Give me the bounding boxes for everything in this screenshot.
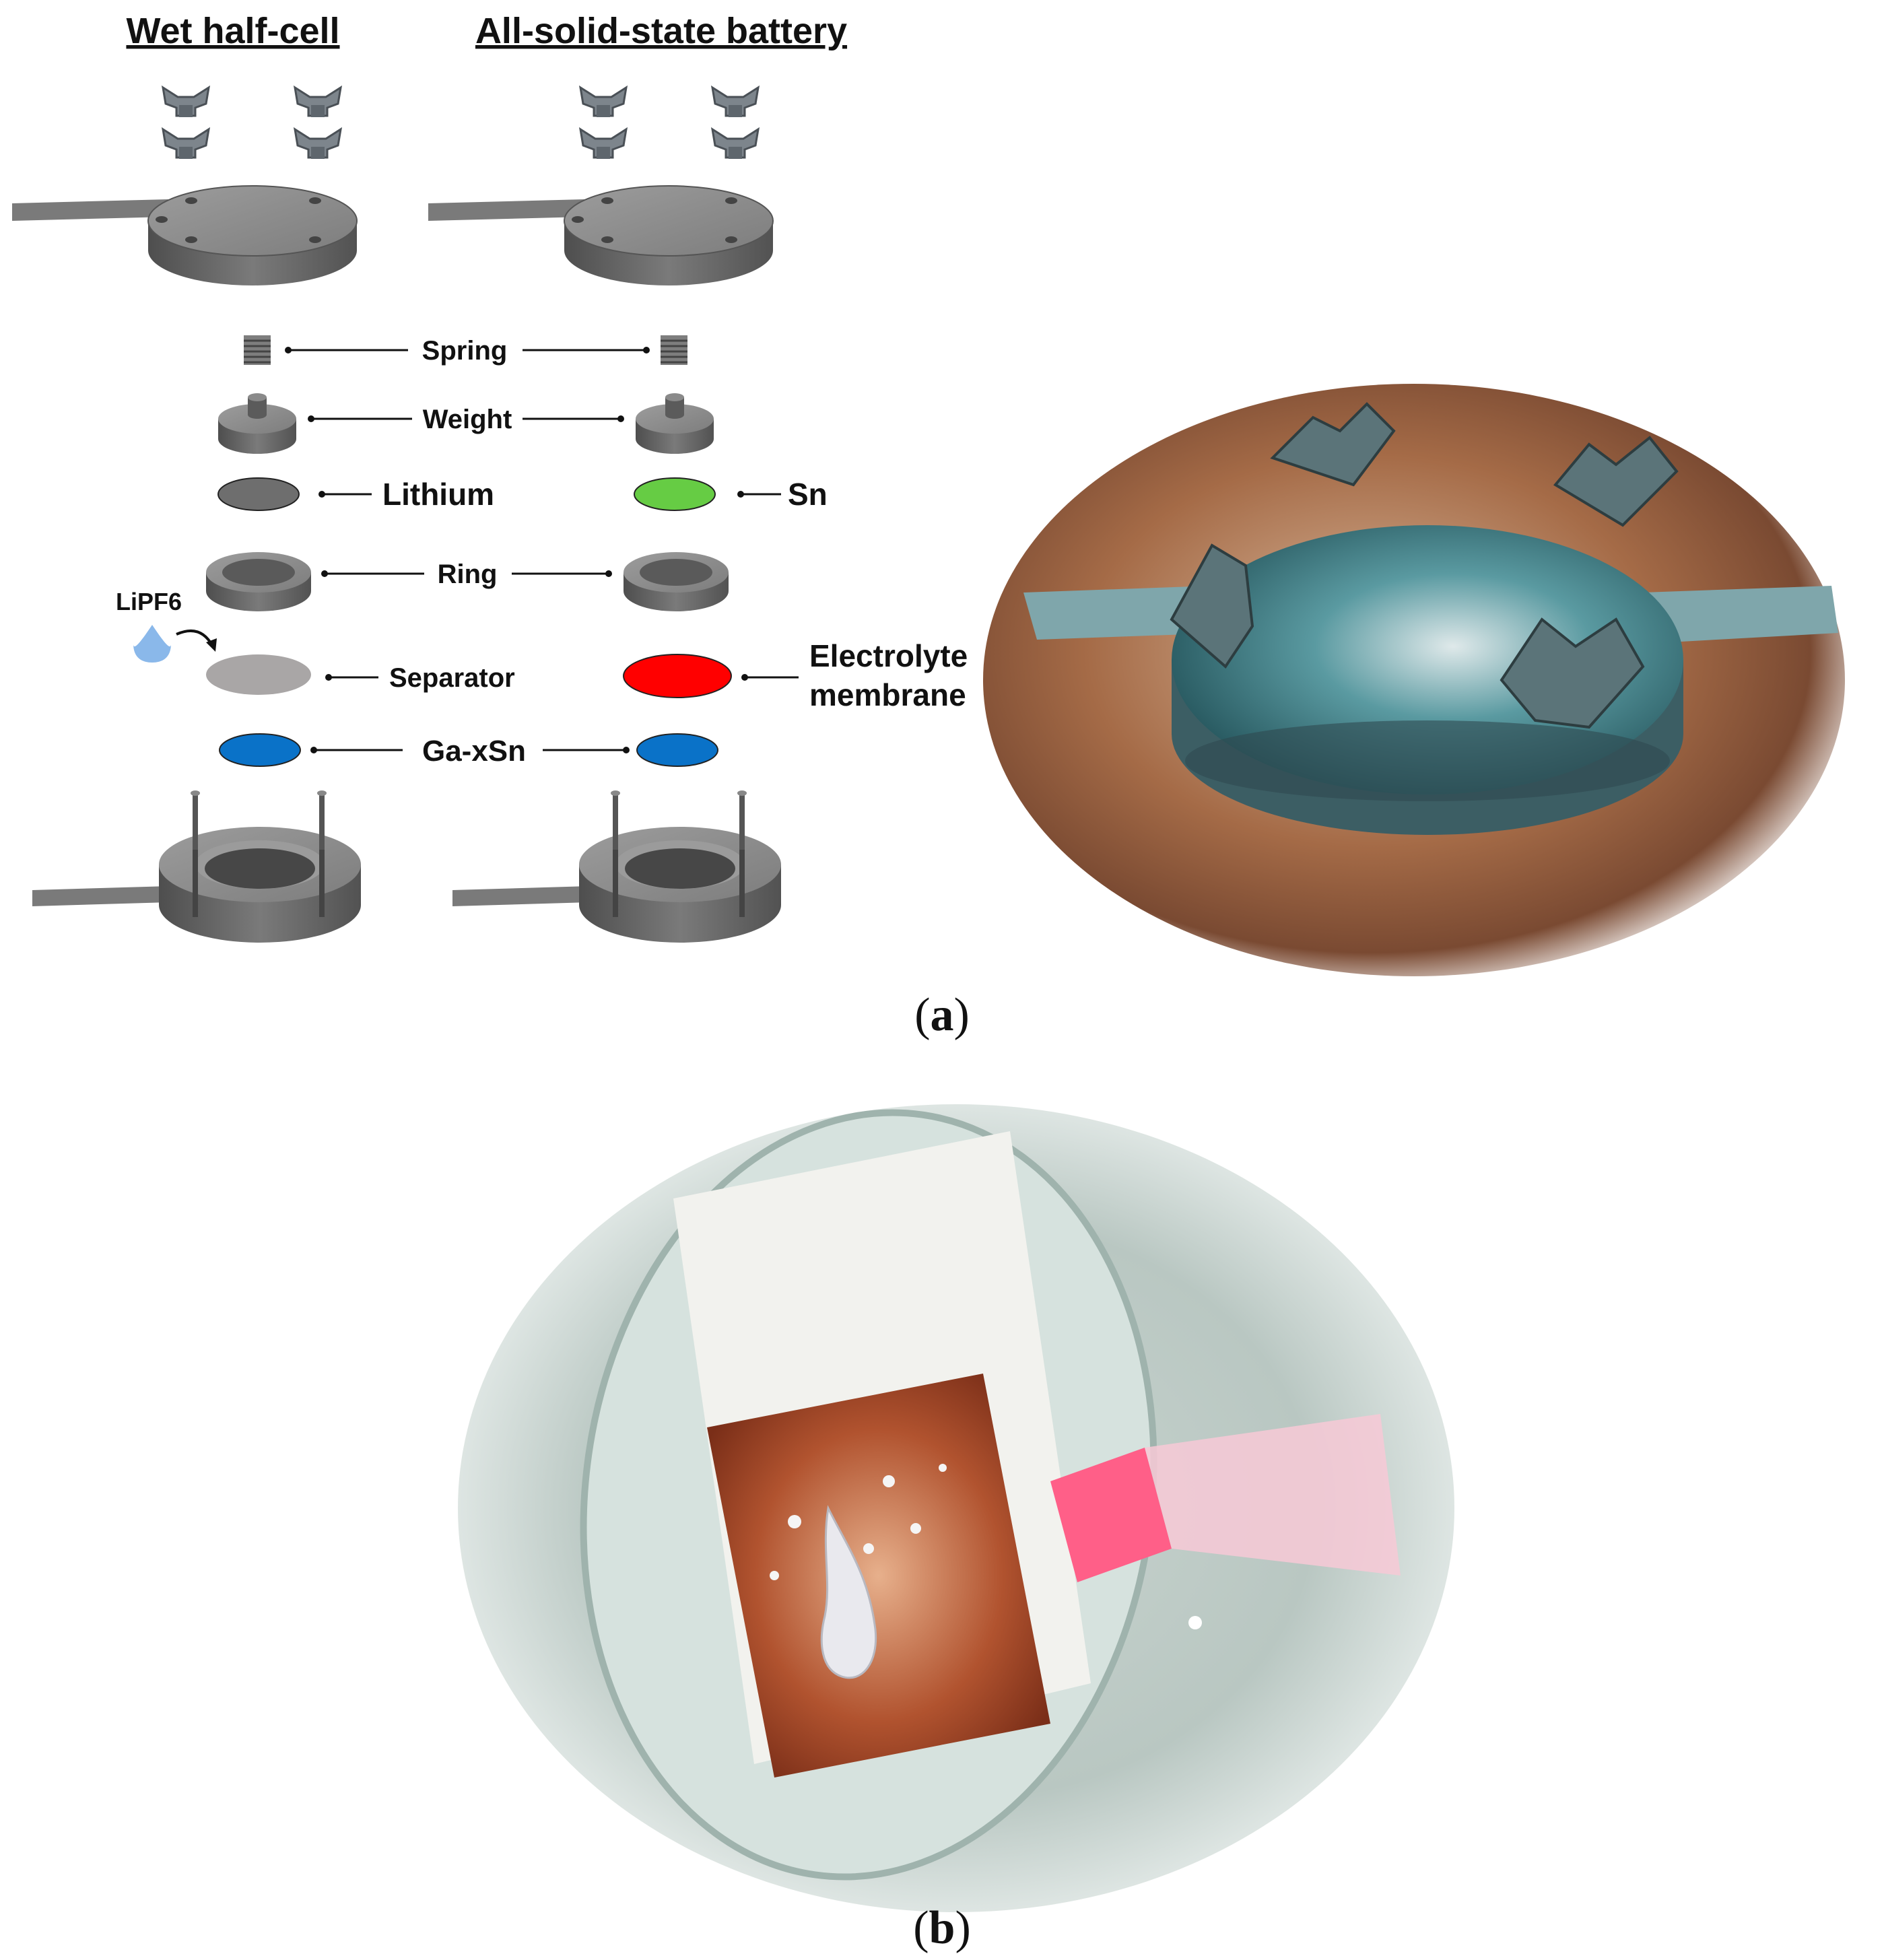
top-lid-wet — [12, 185, 358, 285]
curved-arrow-icon — [176, 629, 214, 647]
label-electrolyte-line1: Electrolyte — [809, 638, 968, 673]
droplet-bead — [1188, 1616, 1202, 1629]
wing-nut-icon — [162, 128, 210, 160]
photo-petri-dish — [458, 1104, 1454, 1912]
liquid-metal-droplet — [770, 1464, 947, 1679]
ring-left — [206, 552, 311, 611]
label-ring: Ring — [438, 560, 498, 589]
gaxsn-disc-left — [219, 733, 301, 767]
leader-dot — [643, 347, 650, 353]
caption-b: (b) — [913, 1902, 971, 1954]
photo-assembled-cell — [983, 384, 1845, 976]
top-lid-solid — [428, 185, 774, 285]
copper-foil — [707, 1374, 1050, 1778]
gaxsn-disc-right — [636, 733, 718, 767]
leader-dot — [285, 347, 292, 353]
label-spring: Spring — [422, 336, 508, 366]
weight-left — [218, 393, 296, 454]
separator-disc — [206, 654, 311, 695]
curved-arrow-head — [206, 638, 217, 652]
wing-nut-icon — [1500, 617, 1645, 729]
lithium-disc — [217, 477, 300, 511]
base-cell-solid — [452, 790, 781, 943]
leader-dot — [617, 415, 624, 422]
base-cell-wet — [32, 790, 361, 943]
wing-nut-icon — [294, 86, 342, 119]
leader-dot — [310, 747, 317, 753]
electrolyte-membrane-disc — [623, 654, 732, 698]
leader-dot — [321, 570, 328, 577]
label-electrolyte-line2: membrane — [809, 677, 966, 712]
wing-nut-icon — [294, 128, 342, 160]
label-gaxsn: Ga-xSn — [422, 735, 526, 768]
wing-nut-icon — [1270, 402, 1396, 487]
header-wet-half-cell: Wet half-cell — [126, 11, 339, 51]
leader-dot — [605, 570, 612, 577]
ring-right — [624, 552, 729, 611]
wing-nut-icon — [579, 128, 628, 160]
label-separator: Separator — [389, 663, 515, 693]
spring-icon — [244, 335, 271, 365]
label-weight: Weight — [423, 405, 512, 434]
label-lipf6: LiPF6 — [116, 588, 182, 615]
wing-nut-icon — [1553, 436, 1679, 527]
wing-nut-icon — [711, 128, 760, 160]
wing-nut-icon — [1170, 543, 1254, 669]
header-all-solid-state-battery: All-solid-state battery — [475, 11, 847, 51]
weight-right — [636, 393, 714, 454]
wing-nut-icon — [162, 86, 210, 119]
pipette-body — [1145, 1414, 1401, 1576]
wing-nut-icon — [579, 86, 628, 119]
leader-dot — [318, 491, 325, 498]
sn-disc — [634, 477, 716, 511]
pipette-tip — [1050, 1448, 1172, 1582]
leader-dot — [325, 674, 332, 681]
electrolyte-drop-icon — [133, 625, 171, 663]
label-lithium: Lithium — [382, 477, 494, 512]
leader-dot — [737, 491, 744, 498]
leader-dot — [741, 674, 748, 681]
caption-a: (a) — [914, 989, 970, 1041]
leader-dot — [308, 415, 314, 422]
leader-dot — [623, 747, 630, 753]
wing-nut-icon — [711, 86, 760, 119]
spring-icon — [661, 335, 687, 365]
label-sn: Sn — [788, 477, 828, 512]
